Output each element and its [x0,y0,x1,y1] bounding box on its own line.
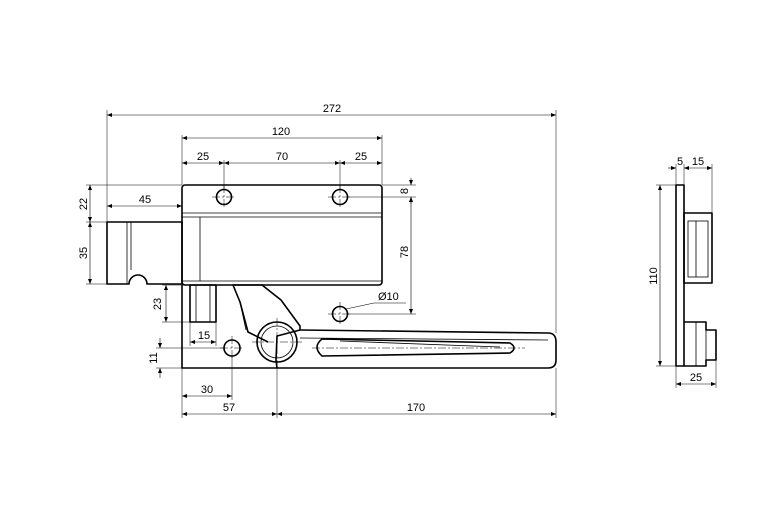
side-profile [675,184,717,367]
dim-hole-offset-right: 25 [355,151,367,163]
dim-top-band: 8 [399,188,411,194]
dim-pivot-offset: 57 [223,402,235,414]
dim-handle-length: 170 [407,402,425,414]
sliding-bolt [106,221,183,285]
dim-overall-width: 272 [323,103,341,115]
dim-side-depth-top: 15 [692,156,704,168]
dim-hole-offset-left: 25 [197,151,209,163]
front-dimensions: 272 120 25 70 25 8 78 [78,103,557,418]
side-view: 5 15 110 25 [648,156,717,388]
dim-side-flange: 5 [677,156,683,168]
dim-body-width: 120 [272,126,290,138]
dim-bolt-projection: 45 [139,194,151,206]
handle-lever [277,329,557,369]
pivot-boss [252,318,302,366]
dim-pin-height: 23 [152,298,164,310]
dim-bolt-height: 35 [78,247,90,259]
dim-pin-width: 15 [198,330,210,342]
dim-side-height: 110 [648,267,660,285]
dim-hole-spacing: 70 [276,151,288,163]
dim-side-depth: 25 [690,372,702,384]
dim-hole-offset-x: 30 [201,384,213,396]
dim-hole-diameter: Ø10 [378,291,399,303]
latch-body [181,184,383,286]
dim-body-height: 78 [399,246,411,258]
front-view: 272 120 25 70 25 8 78 [78,103,557,418]
dim-bolt-top-offset: 22 [78,198,90,210]
side-dimensions: 5 15 110 25 [648,156,717,388]
dim-hole-height: 11 [148,352,160,363]
